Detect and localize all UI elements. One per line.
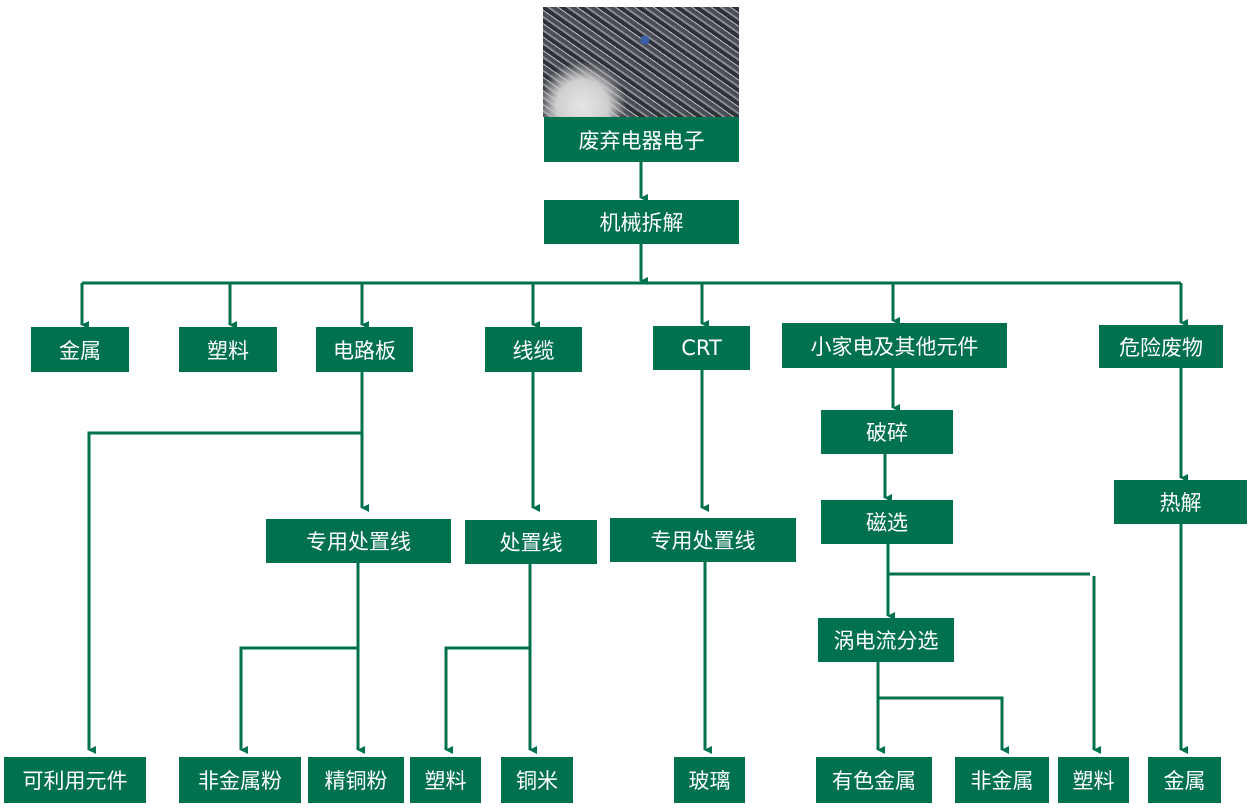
node-mechanical-dismantling: 机械拆解 [544, 200, 739, 244]
output-plastic-2: 塑料 [1058, 757, 1129, 803]
output-plastic: 塑料 [410, 757, 481, 803]
node-crushing: 破碎 [821, 410, 953, 454]
node-magnetic-separation: 磁选 [821, 500, 953, 544]
output-glass: 玻璃 [674, 757, 745, 803]
node-small-appliances: 小家电及其他元件 [782, 323, 1007, 368]
node-waste-electronics: 废弃电器电子 [544, 117, 739, 162]
output-reusable-components: 可利用元件 [4, 757, 146, 803]
output-copper-powder: 精铜粉 [308, 757, 404, 803]
node-eddy-current: 涡电流分选 [818, 618, 954, 662]
output-nonferrous-metal: 有色金属 [816, 757, 932, 803]
node-metal: 金属 [31, 327, 129, 372]
output-metal: 金属 [1148, 757, 1221, 803]
node-pcb-dedicated-line: 专用处置线 [266, 519, 451, 563]
output-nonmetal: 非金属 [955, 757, 1049, 803]
output-copper-granules: 铜米 [501, 757, 573, 803]
node-crt: CRT [653, 326, 750, 370]
node-plastic: 塑料 [179, 327, 277, 372]
node-cable: 线缆 [485, 327, 582, 372]
e-waste-photo [543, 7, 739, 117]
node-cable-line: 处置线 [465, 520, 597, 564]
node-hazardous-waste: 危险废物 [1099, 325, 1223, 368]
node-crt-dedicated-line: 专用处置线 [610, 518, 796, 562]
node-circuit-board: 电路板 [316, 327, 413, 372]
output-nonmetal-powder: 非金属粉 [179, 757, 301, 803]
node-pyrolysis: 热解 [1114, 480, 1247, 524]
